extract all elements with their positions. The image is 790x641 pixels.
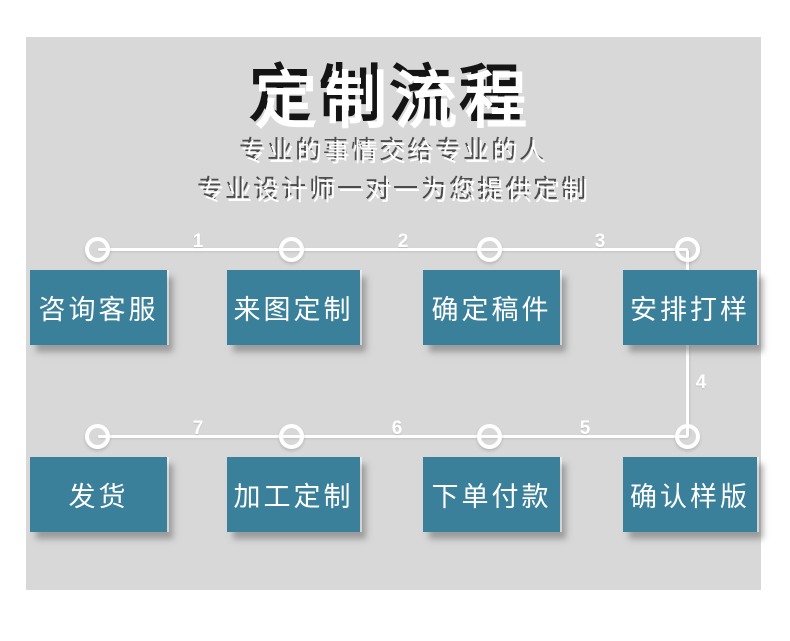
node-circle-icon [675,424,700,449]
flow-step-order-payment: 下单付款 [423,457,560,532]
step-number-7: 7 [192,418,204,439]
subtitle-line-1: 专业的事情交给专业的人 [240,139,549,167]
step-number-1: 1 [192,231,204,252]
subtitle-line-2: 专业设计师一对一为您提供定制 [198,178,591,206]
flow-step-label: 下单付款 [431,482,552,512]
step-number-3: 3 [594,231,606,252]
node-circle-icon [279,424,304,449]
flow-step-consult-service: 咨询客服 [30,270,167,345]
bottom-connector-line [98,435,688,438]
flow-step-label: 发货 [68,482,129,512]
top-connector-line [98,248,688,251]
node-circle-icon [477,237,502,262]
node-circle-icon [85,237,110,262]
flow-step-label: 来图定制 [233,295,354,325]
flow-step-process-customize: 加工定制 [227,457,360,532]
flow-step-arrange-proofing: 安排打样 [623,270,757,345]
step-number-5: 5 [579,418,591,439]
flow-step-confirm-sample: 确认样版 [623,457,757,532]
node-circle-icon [675,237,700,262]
flow-step-confirm-draft: 确定稿件 [423,270,560,345]
step-number-4: 4 [695,372,707,393]
flow-step-custom-from-image: 来图定制 [227,270,360,345]
flow-step-label: 确定稿件 [431,295,552,325]
step-number-6: 6 [391,418,403,439]
flow-step-ship-goods: 发货 [30,457,167,532]
flow-step-label: 确认样版 [630,482,750,512]
flow-step-label: 加工定制 [233,482,354,512]
node-circle-icon [85,424,110,449]
flow-step-label: 安排打样 [630,295,750,325]
node-circle-icon [279,237,304,262]
flow-step-label: 咨询客服 [38,295,159,325]
node-circle-icon [477,424,502,449]
step-number-2: 2 [397,231,409,252]
page-title: 定制流程 [254,67,535,136]
